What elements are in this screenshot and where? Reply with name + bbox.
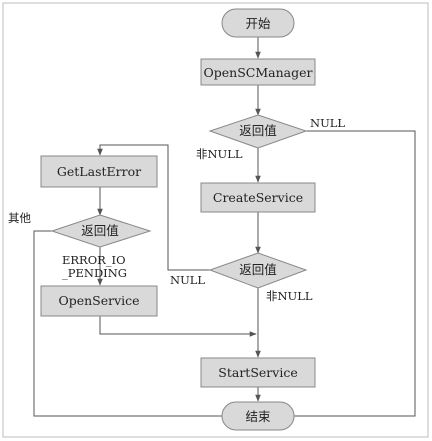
createservice-label: CreateService: [213, 190, 303, 205]
check3-other-label: 其他: [8, 211, 31, 225]
edge-check3-other-to-end: [33, 230, 233, 419]
check1-notnull-label: 非NULL: [196, 147, 243, 161]
createservice-node: CreateService: [200, 182, 316, 213]
diagram-border: [2, 2, 429, 438]
check2-diamond: 返回值: [208, 252, 308, 289]
check1-label: 返回值: [239, 123, 277, 138]
openservice-node: OpenService: [40, 285, 158, 317]
check2-notnull-label: 非NULL: [266, 289, 313, 303]
end-label: 结束: [245, 409, 271, 424]
check1-diamond: 返回值: [208, 114, 308, 149]
openscmanager-label: OpenSCManager: [204, 65, 313, 80]
edge-check2-null-to-getlasterror: [97, 144, 210, 271]
start-label: 开始: [245, 16, 271, 31]
end-node: 结束: [221, 401, 295, 431]
check1-null-label: NULL: [310, 116, 345, 130]
startservice-label: StartService: [218, 365, 297, 380]
edge-openservice-to-startservice: [99, 316, 257, 337]
openservice-label: OpenService: [58, 293, 139, 308]
getlasterror-node: GetLastError: [40, 155, 158, 188]
startservice-node: StartService: [200, 357, 316, 388]
getlasterror-label: GetLastError: [57, 164, 141, 179]
connectors: [33, 37, 416, 419]
edge-check1-null-to-end: [281, 130, 416, 419]
check3-error-label-line2: _PENDING: [62, 266, 127, 280]
check3-label: 返回值: [81, 223, 119, 238]
start-node: 开始: [221, 8, 295, 38]
check3-diamond: 返回值: [50, 214, 152, 248]
check2-label: 返回值: [239, 262, 277, 277]
check2-null-label: NULL: [170, 273, 205, 287]
check3-error-label-line1: ERROR_IO: [62, 253, 126, 267]
openscmanager-node: OpenSCManager: [200, 58, 316, 86]
